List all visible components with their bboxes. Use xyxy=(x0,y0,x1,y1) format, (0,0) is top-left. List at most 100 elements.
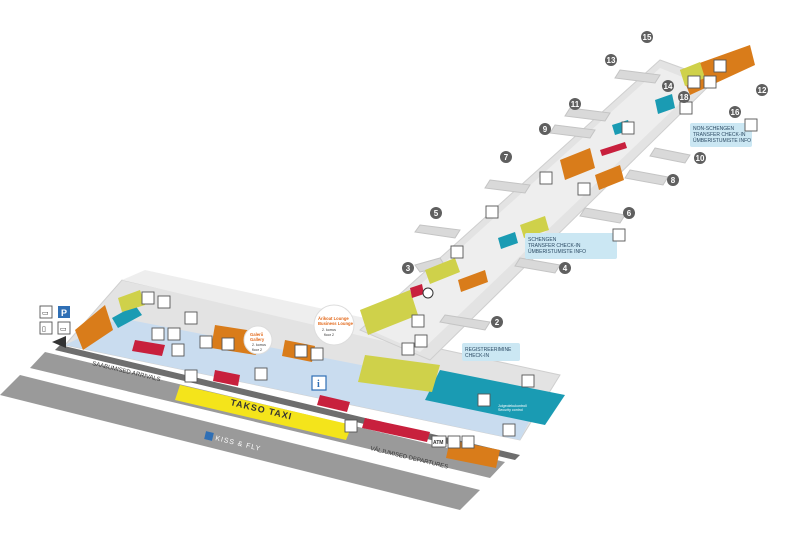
bus-station-icon[interactable] xyxy=(57,321,71,335)
transfer-icon[interactable] xyxy=(744,118,758,132)
shop-red-1 xyxy=(600,142,627,156)
gate-5-pier xyxy=(414,224,461,239)
baggage-icon[interactable] xyxy=(141,291,155,305)
cafe-block-2 xyxy=(560,148,595,180)
security-icon[interactable] xyxy=(521,374,535,388)
toilet-icon[interactable] xyxy=(713,59,727,73)
accessibility-icon[interactable] xyxy=(621,121,635,135)
gate-marker-12[interactable] xyxy=(756,84,768,96)
gallery-name-en: Gallery xyxy=(250,337,265,342)
dog-icon[interactable] xyxy=(477,393,491,407)
security-label: Julgeolekukontroll xyxy=(498,404,527,408)
gate-marker-14[interactable] xyxy=(662,80,674,92)
gate-marker-13[interactable] xyxy=(605,54,617,66)
toilet-icon[interactable] xyxy=(221,337,235,351)
running-exit-icon[interactable] xyxy=(502,423,516,437)
accessibility-icon[interactable] xyxy=(171,343,185,357)
parking-icon[interactable] xyxy=(58,306,70,318)
gate-8-pier xyxy=(624,169,669,186)
luggage-icon[interactable] xyxy=(184,311,198,325)
gate-marker-10[interactable] xyxy=(694,152,706,164)
escalator-icon[interactable] xyxy=(294,344,308,358)
toilet-icon[interactable] xyxy=(485,205,499,219)
gate-marker-4[interactable] xyxy=(559,262,571,274)
gate-number: 18 xyxy=(680,93,689,102)
red-block-4 xyxy=(362,418,430,442)
escalator-icon[interactable] xyxy=(687,75,701,89)
gate-marker-6[interactable] xyxy=(623,207,635,219)
dog-icon[interactable] xyxy=(344,419,358,433)
kiss-fly-road xyxy=(0,375,480,510)
gate-number: 2 xyxy=(495,318,500,327)
red-block-1 xyxy=(132,340,165,356)
schengen-line3: ÜMBERISTUMISTE INFO xyxy=(528,248,586,255)
clock-icon xyxy=(422,287,434,299)
gate-number: 4 xyxy=(563,264,568,273)
gate-number: 9 xyxy=(543,125,548,134)
gallery-marker[interactable] xyxy=(243,325,273,355)
shop-block-2 xyxy=(520,216,549,238)
gate-marker-18[interactable] xyxy=(678,91,690,103)
gate-stubs xyxy=(414,69,691,331)
gate-11-pier xyxy=(564,107,611,122)
escalator-icon[interactable] xyxy=(447,435,461,449)
gate-number: 15 xyxy=(643,33,652,42)
gate-marker-9[interactable] xyxy=(539,123,551,135)
gate-4-pier xyxy=(514,257,561,274)
accessibility-icon[interactable] xyxy=(450,245,464,259)
transfer-icon[interactable] xyxy=(612,228,626,242)
business-lounge-marker[interactable] xyxy=(313,304,355,346)
gate-marker-3[interactable] xyxy=(402,262,414,274)
gate-marker-11[interactable] xyxy=(569,98,581,110)
info-icon[interactable] xyxy=(311,375,327,391)
toilet-icon[interactable] xyxy=(461,435,475,449)
escalator-icon[interactable] xyxy=(411,314,425,328)
gate-number: 3 xyxy=(406,264,411,273)
gate-marker-16[interactable] xyxy=(729,106,741,118)
gate-marker-5[interactable] xyxy=(430,207,442,219)
security-control-area xyxy=(425,370,565,425)
gate-marker-8[interactable] xyxy=(667,174,679,186)
escalator-icon[interactable] xyxy=(539,171,553,185)
gate-marker-15[interactable] xyxy=(641,31,653,43)
shop-block-1 xyxy=(425,258,460,284)
business-lounge-floor: 2. korrus xyxy=(322,328,336,332)
gate-marker-7[interactable] xyxy=(500,151,512,163)
atm-icon[interactable] xyxy=(431,435,447,448)
toilet-icon[interactable] xyxy=(167,327,181,341)
red-block-3 xyxy=(317,395,350,412)
left-yellow-block xyxy=(118,290,145,312)
gallery-name: Galerii xyxy=(250,332,263,337)
gate-9-pier xyxy=(549,124,596,139)
gate-number: 5 xyxy=(434,209,439,218)
luggage-icon[interactable] xyxy=(151,327,165,341)
checkin-info-box xyxy=(462,343,520,361)
mail-icon[interactable] xyxy=(401,342,415,356)
toilet-icon[interactable] xyxy=(157,295,171,309)
gate-number: 8 xyxy=(671,176,676,185)
escalator-icon[interactable] xyxy=(703,75,717,89)
business-lounge-name-en: Business Lounge xyxy=(318,321,354,326)
info-desk-icon[interactable] xyxy=(414,334,428,348)
gate-10-pier xyxy=(649,147,691,164)
transport-icons: ▭ P ▯ ▭ xyxy=(39,305,71,348)
bus-icon[interactable] xyxy=(39,305,53,319)
business-lounge-name: Ärikoat Lounge xyxy=(318,316,349,321)
lounges: Ärikoat Lounge Business Lounge 2. korrus… xyxy=(243,304,355,355)
gate-number: 7 xyxy=(504,153,509,162)
security-label-en: Security control xyxy=(498,408,523,412)
atm-icon-label: ATM xyxy=(433,440,443,446)
mail-icon[interactable] xyxy=(254,367,268,381)
escalator-icon[interactable] xyxy=(577,182,591,196)
ticket-icon[interactable] xyxy=(199,335,213,349)
dog-icon[interactable] xyxy=(184,369,198,383)
elevator-icon[interactable] xyxy=(310,347,324,361)
transfer-desk-non-schengen xyxy=(655,94,675,114)
red-block-2 xyxy=(213,370,240,386)
non-schengen-title: NON-SCHENGEN xyxy=(693,126,735,132)
gate-marker-2[interactable] xyxy=(491,316,503,328)
cafe-block-3 xyxy=(595,165,624,190)
non-schengen-info-box xyxy=(690,123,752,147)
train-icon[interactable] xyxy=(39,321,53,335)
accessibility-icon[interactable] xyxy=(679,101,693,115)
